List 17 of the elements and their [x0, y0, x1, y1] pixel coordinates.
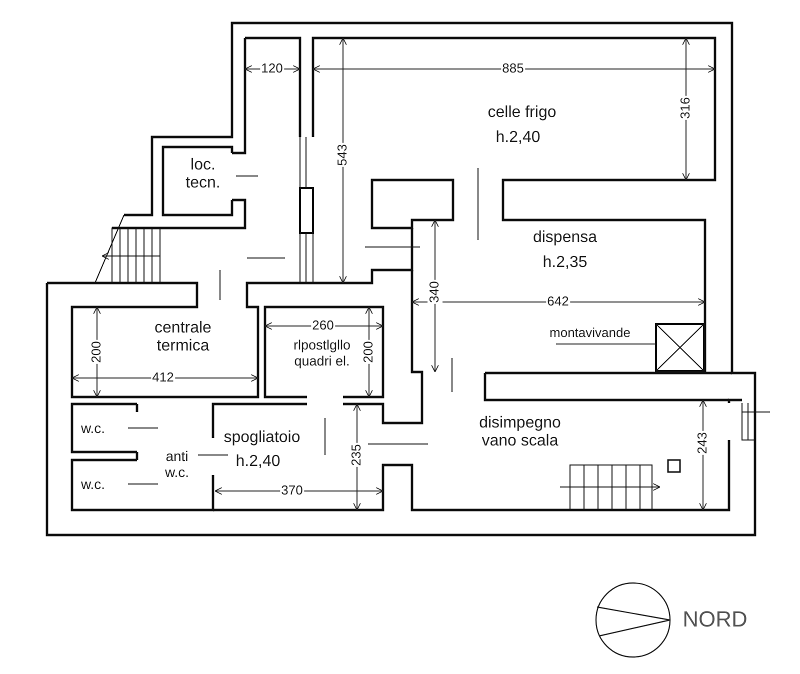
dimension-value: 340 — [428, 280, 442, 304]
room-name: disimpegno vano scala — [478, 414, 562, 452]
room-height: h.2,40 — [236, 452, 280, 472]
room-name: anti w.c. — [164, 448, 190, 480]
lift-shaft — [655, 323, 705, 372]
room-name: centrale termica — [154, 320, 212, 356]
room-height: h.2,35 — [542, 254, 588, 272]
room-height: h.2,40 — [496, 128, 540, 148]
compass-label: NORD — [682, 606, 748, 632]
room-name: celle frigo — [488, 104, 556, 122]
room-name: w.c. — [80, 420, 106, 436]
leader-text: montavivande — [540, 326, 640, 344]
room-name: w.c. — [80, 476, 106, 492]
room-name: loc. tecn. — [184, 156, 222, 194]
room-name: rlpostlgllo quadri el. — [292, 337, 352, 369]
room-name: spogliatoio — [224, 428, 300, 448]
room-name: dispensa — [532, 228, 598, 248]
